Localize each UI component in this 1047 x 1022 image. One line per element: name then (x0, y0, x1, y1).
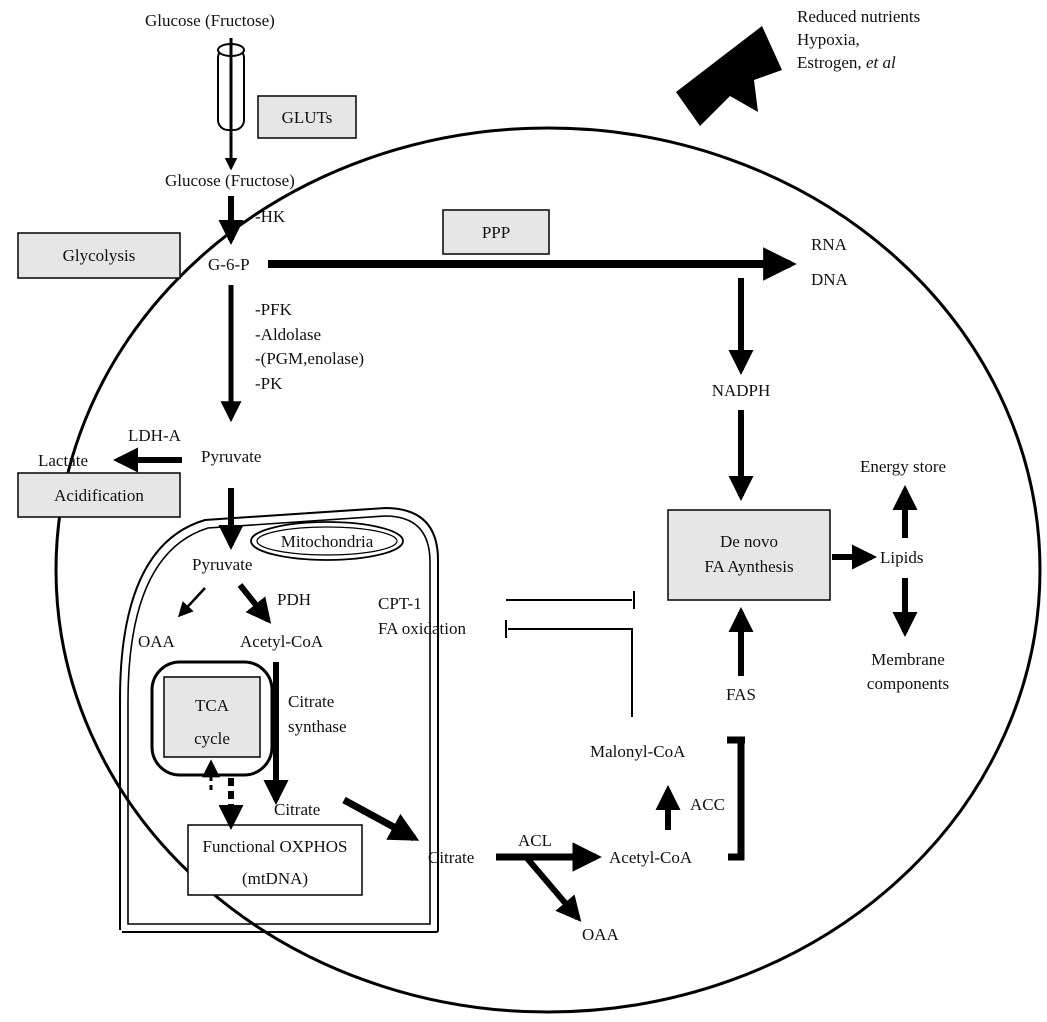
membrane-label-line1: Membrane (871, 650, 945, 669)
g6p-label: G-6-P (208, 255, 250, 274)
ppp-box (442, 209, 550, 255)
stimuli-label-line2: Hypoxia, (797, 30, 860, 49)
lactate-label: Lactate (38, 451, 88, 470)
citrate-cytosol-label: Citrate (428, 848, 474, 867)
arrow-to-oaa (177, 587, 206, 618)
aldolase-label: -Aldolase (255, 325, 321, 344)
fas-label: FAS (726, 685, 756, 704)
pfk-label: -PFK (255, 300, 293, 319)
stimuli-line3-italic: et al (866, 53, 896, 72)
ppp-label: PPP (482, 223, 510, 242)
pyruvate-mito-label: Pyruvate (192, 555, 252, 574)
pgm-enolase-label: -(PGM,enolase) (255, 349, 364, 368)
glycolysis-label: Glycolysis (63, 246, 136, 265)
pk-label: -PK (255, 374, 283, 393)
acc-label: ACC (690, 795, 725, 814)
line-acetylcoa-to-fas (728, 740, 745, 861)
denovo-fa-synthesis-box (667, 509, 831, 601)
cpt1-label: CPT-1 (378, 594, 422, 613)
glucose-intracellular-label: Glucose (Fructose) (165, 171, 295, 190)
stimuli-label-line1: Reduced nutrients (797, 7, 920, 26)
citrate-mito-label: Citrate (274, 800, 320, 819)
arrow-citrate-export (342, 796, 420, 842)
acetylcoa-mito-label: Acetyl-CoA (240, 632, 324, 651)
mitochondrion-outline (119, 506, 439, 933)
tca-cycle-box (163, 676, 261, 758)
acidification-label: Acidification (54, 486, 144, 505)
energy-store-label: Energy store (860, 457, 946, 476)
tca-label-line2: cycle (194, 729, 230, 748)
acidification-box (17, 472, 181, 518)
oxphos-box (187, 824, 363, 896)
inhibition-cpt1 (508, 628, 633, 717)
lipids-label: Lipids (880, 548, 923, 567)
pdh-label: PDH (277, 590, 311, 609)
tca-label-line1: TCA (195, 696, 230, 715)
acl-label: ACL (518, 831, 552, 850)
mitochondria-label-outline (250, 521, 404, 561)
gluts-label: GLUTs (282, 108, 333, 127)
denovo-label-line2: FA Aynthesis (704, 557, 793, 576)
acetylcoa-cytosol-label: Acetyl-CoA (609, 848, 693, 867)
cell-membrane (54, 126, 1042, 1014)
mitochondria-label: Mitochondria (281, 532, 374, 551)
arrow-to-oaa-cyto (523, 855, 582, 922)
malonylcoa-label: Malonyl-CoA (590, 742, 686, 761)
stimuli-label-line3: Estrogen, et al (797, 53, 896, 72)
oxphos-label-line2: (mtDNA) (242, 869, 308, 888)
glycolysis-box (17, 232, 181, 279)
denovo-label-line1: De novo (720, 532, 778, 551)
glucose-extracellular-label: Glucose (Fructose) (145, 11, 275, 30)
hk-label: -HK (255, 207, 286, 226)
rna-label: RNA (811, 235, 848, 254)
citrate-synthase-label-line1: Citrate (288, 692, 334, 711)
citrate-synthase-label-line2: synthase (288, 717, 347, 736)
ldha-label: LDH-A (128, 426, 182, 445)
nadph-label: NADPH (712, 381, 771, 400)
dna-label: DNA (811, 270, 849, 289)
gluts-box (257, 95, 357, 139)
pyruvate-cytosol-label: Pyruvate (201, 447, 261, 466)
oxphos-label-line1: Functional OXPHOS (203, 837, 348, 856)
oaa-mito-label: OAA (138, 632, 176, 651)
lightning-bolt-icon (676, 26, 782, 126)
membrane-label-line2: components (867, 674, 949, 693)
stimuli-line3-prefix: Estrogen, (797, 53, 866, 72)
fa-oxidation-label: FA oxidation (378, 619, 466, 638)
oaa-cytosol-label: OAA (582, 925, 620, 944)
arrow-pdh (237, 583, 272, 624)
